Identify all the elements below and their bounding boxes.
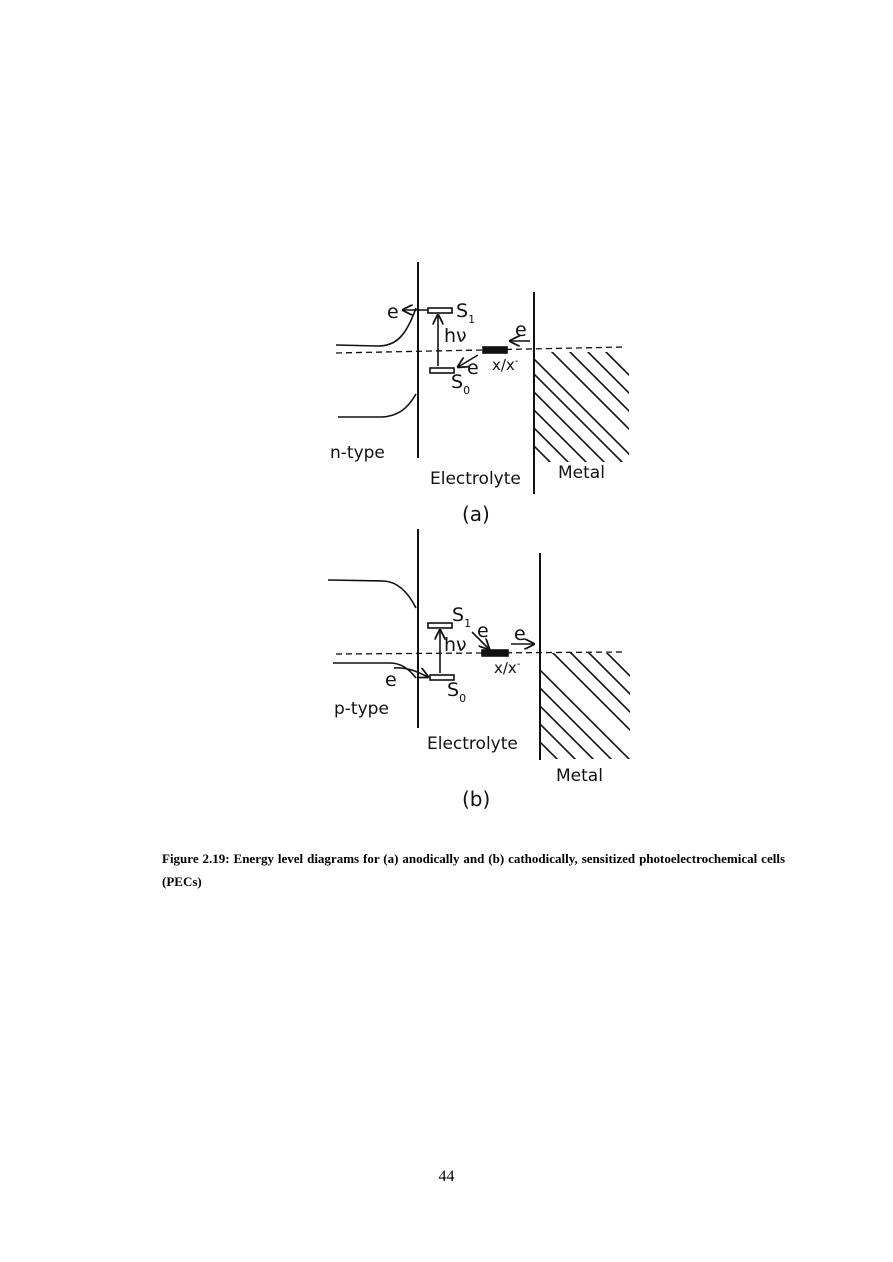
conduction-band-a [335, 307, 417, 347]
page-number: 44 [438, 1168, 455, 1185]
redox-label-b: x/x- [494, 659, 521, 677]
electron-metal-label-a: e [515, 319, 527, 341]
electron-back-label-a: e [467, 357, 479, 379]
electron-to-metal-label-b: e [514, 623, 526, 645]
diagram-a-labels: e S1 hν S0 e e x/x- n-type Electrolyte M… [330, 300, 605, 526]
panel-label-b: (b) [462, 787, 490, 811]
metal-hatching-b [540, 653, 630, 759]
semi-to-dye-arrow-b [393, 667, 428, 677]
fermi-level-a [335, 346, 626, 354]
panel-label-a: (a) [462, 502, 490, 526]
hv-label-b: hν [444, 634, 467, 656]
diagram-a [335, 262, 629, 494]
diagram-b [327, 529, 630, 760]
redox-level-a [482, 346, 508, 354]
s1-label-b: S1 [452, 604, 471, 630]
s1-level-b [427, 622, 453, 629]
p-type-label: p-type [334, 699, 389, 719]
hv-label-a: hν [444, 325, 467, 347]
s0-level-a [429, 367, 455, 374]
electrolyte-label-a: Electrolyte [430, 469, 521, 489]
s1-level-a [427, 307, 453, 314]
redox-to-dye-arrow-a [458, 354, 479, 367]
electrolyte-label-b: Electrolyte [427, 734, 518, 754]
metal-hatching-a [534, 352, 629, 462]
n-type-label: n-type [330, 443, 385, 463]
metal-label-b: Metal [556, 766, 603, 786]
redox-label-a: x/x- [492, 356, 519, 374]
electron-to-redox-label-b: e [477, 620, 489, 642]
dye-to-redox-arrow-b [471, 631, 489, 649]
valence-band-b [327, 579, 417, 609]
figure-caption: Figure 2.19: Energy level diagrams for (… [162, 851, 785, 889]
s1-label-a: S1 [456, 300, 475, 326]
redox-level-b [481, 649, 509, 657]
conduction-band-b [333, 662, 417, 679]
diagram-b-labels: S1 hν e e x/x- e S0 p-type Electrolyte M… [334, 604, 603, 811]
electron-label-a: e [387, 301, 399, 323]
electron-semi-label-b: e [385, 669, 397, 691]
fermi-level-b [335, 651, 626, 655]
valence-band-a [338, 393, 417, 418]
s0-label-a: S0 [451, 371, 470, 397]
s0-label-b: S0 [447, 679, 466, 705]
metal-label-a: Metal [558, 463, 605, 483]
